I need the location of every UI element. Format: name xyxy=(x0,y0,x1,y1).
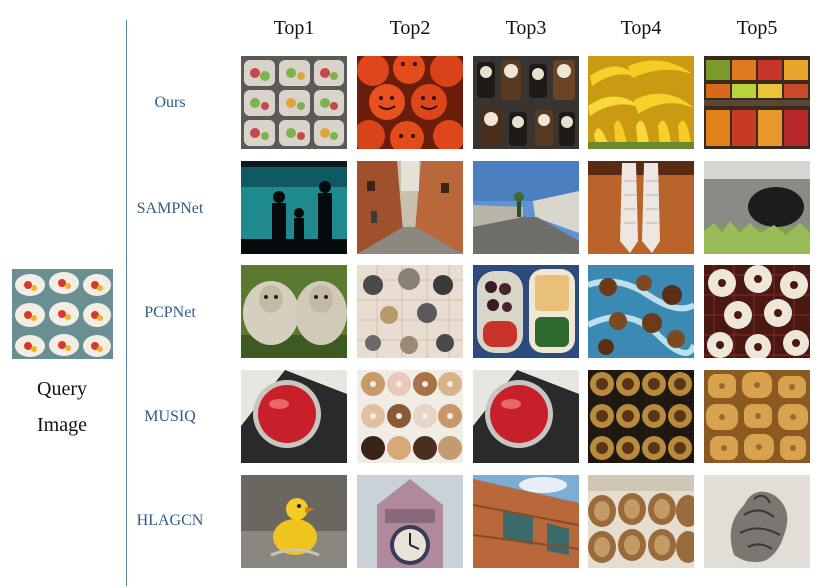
sampnet-top4-image xyxy=(588,161,694,254)
ours-top4-image xyxy=(588,56,694,149)
row-label-musiq: MUSIQ xyxy=(144,408,196,425)
donut-grid-icon xyxy=(357,370,463,463)
query-image xyxy=(12,269,113,359)
hlagcn-top4-image xyxy=(588,475,694,568)
query-label-line2: Image xyxy=(37,414,87,436)
pcpnet-top5-image xyxy=(704,265,810,358)
donuts-rack-icon xyxy=(704,265,810,358)
musiq-top2-image xyxy=(357,370,463,463)
hlagcn-top2-image xyxy=(357,475,463,568)
row-label-hlagcn: HLAGCN xyxy=(136,512,204,529)
pcpnet-top1-image xyxy=(241,265,347,358)
vertical-divider xyxy=(126,20,127,586)
cookies-icon xyxy=(704,370,810,463)
query-label-line1: Query xyxy=(37,378,87,400)
hlagcn-top1-image xyxy=(241,475,347,568)
hanging-pans-icon xyxy=(357,265,463,358)
wall-clocks-icon xyxy=(473,56,579,149)
sampnet-top5-image xyxy=(704,161,810,254)
fruit-stall-icon xyxy=(704,56,810,149)
lunch-box-icon xyxy=(473,265,579,358)
yellow-duck-icon xyxy=(241,475,347,568)
wall-hole-icon xyxy=(704,161,810,254)
column-header-top2: Top2 xyxy=(389,17,431,39)
column-header-top1: Top1 xyxy=(273,17,315,39)
ours-top5-image xyxy=(704,56,810,149)
ours-top3-image xyxy=(473,56,579,149)
row-label-sampnet: SAMPNet xyxy=(136,200,204,217)
sampnet-top3-image xyxy=(473,161,579,254)
empty-road-icon xyxy=(473,161,579,254)
candy-pieces-icon xyxy=(588,265,694,358)
building-facade-icon xyxy=(473,475,579,568)
jack-o-lanterns-icon xyxy=(357,56,463,149)
hlagcn-top5-image xyxy=(704,475,810,568)
sampnet-top2-image xyxy=(357,161,463,254)
sheep-pair-icon xyxy=(241,265,347,358)
aquarium-silhouettes-icon xyxy=(241,161,347,254)
musiq-top4-image xyxy=(588,370,694,463)
query-food-plates-icon xyxy=(12,269,113,359)
salad-containers-icon xyxy=(241,56,347,149)
pcpnet-top4-image xyxy=(588,265,694,358)
jelly-dessert-icon xyxy=(241,370,347,463)
hanging-ties-icon xyxy=(588,161,694,254)
musiq-top1-image xyxy=(241,370,347,463)
narrow-street-icon xyxy=(357,161,463,254)
column-header-top3: Top3 xyxy=(505,17,547,39)
sculpture-icon xyxy=(704,475,810,568)
musiq-top5-image xyxy=(704,370,810,463)
column-header-top4: Top4 xyxy=(620,17,662,39)
jelly-dessert-repeat-icon xyxy=(473,370,579,463)
hlagcn-top3-image xyxy=(473,475,579,568)
pcpnet-top3-image xyxy=(473,265,579,358)
ours-top2-image xyxy=(357,56,463,149)
column-header-top5: Top5 xyxy=(736,17,778,39)
pcpnet-top2-image xyxy=(357,265,463,358)
ours-top1-image xyxy=(241,56,347,149)
musiq-top3-image xyxy=(473,370,579,463)
mince-pies-icon xyxy=(588,370,694,463)
row-label-ours: Ours xyxy=(154,94,186,111)
wine-barrels-icon xyxy=(588,475,694,568)
sampnet-top1-image xyxy=(241,161,347,254)
row-label-pcpnet: PCPNet xyxy=(144,304,196,321)
bananas-icon xyxy=(588,56,694,149)
clock-tower-icon xyxy=(357,475,463,568)
